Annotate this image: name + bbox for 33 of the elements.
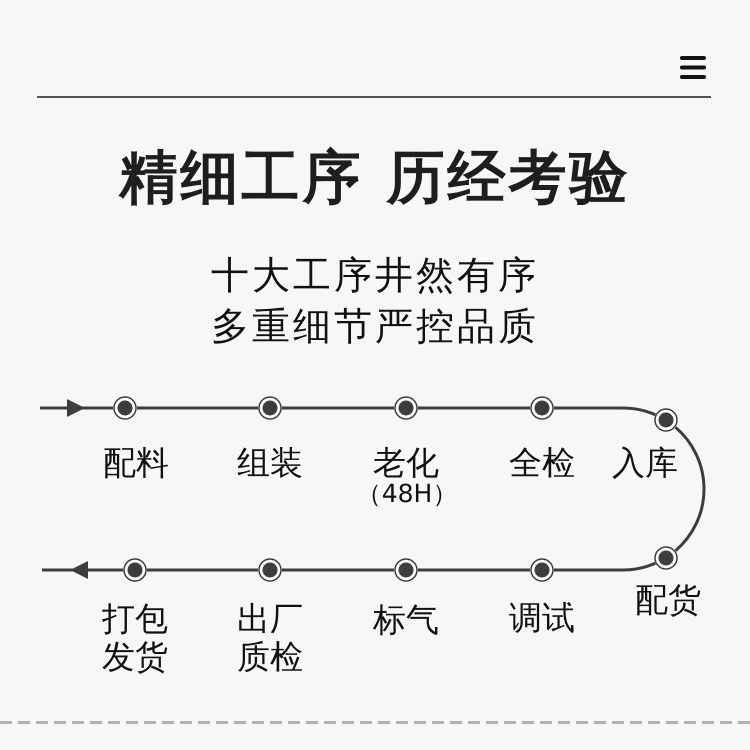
step-dot-icon: [530, 396, 554, 420]
step-dot-icon: [123, 558, 147, 582]
step-label: 全检: [509, 444, 575, 482]
step-dot-icon: [654, 408, 678, 432]
connector-line: [674, 426, 706, 552]
step-label: 配货: [635, 581, 701, 619]
subtitle: 十大工序井然有序: [211, 252, 539, 298]
arrow: [40, 399, 113, 417]
arrow: [42, 561, 123, 579]
step-label: 配料: [103, 444, 169, 482]
connector-line: [554, 562, 656, 572]
title: 精细工序 历经考验: [119, 142, 631, 212]
connector-line: [554, 406, 656, 416]
step-label: 出厂质检: [236, 600, 304, 676]
connector-line: [137, 406, 258, 410]
connector-line: [282, 568, 394, 572]
step-dot-icon: [654, 546, 678, 570]
step-label: 入库: [612, 444, 678, 482]
step-dot-icon: [530, 558, 554, 582]
connector-line: [282, 406, 394, 410]
connector-line: [147, 568, 258, 572]
connector-line: [418, 406, 530, 410]
step-dot-icon: [258, 558, 282, 582]
step-label: 打包发货: [101, 600, 169, 676]
step-dot-icon: [113, 396, 137, 420]
connector-line: [418, 568, 530, 572]
step-dot-icon: [394, 558, 418, 582]
step-label: 调试: [509, 599, 575, 637]
step-dot-icon: [394, 396, 418, 420]
step-label: 标气: [373, 601, 439, 639]
step-dot-icon: [258, 396, 282, 420]
step-label: 组装: [237, 444, 303, 482]
subtitle: 多重细节严控品质: [211, 303, 539, 349]
